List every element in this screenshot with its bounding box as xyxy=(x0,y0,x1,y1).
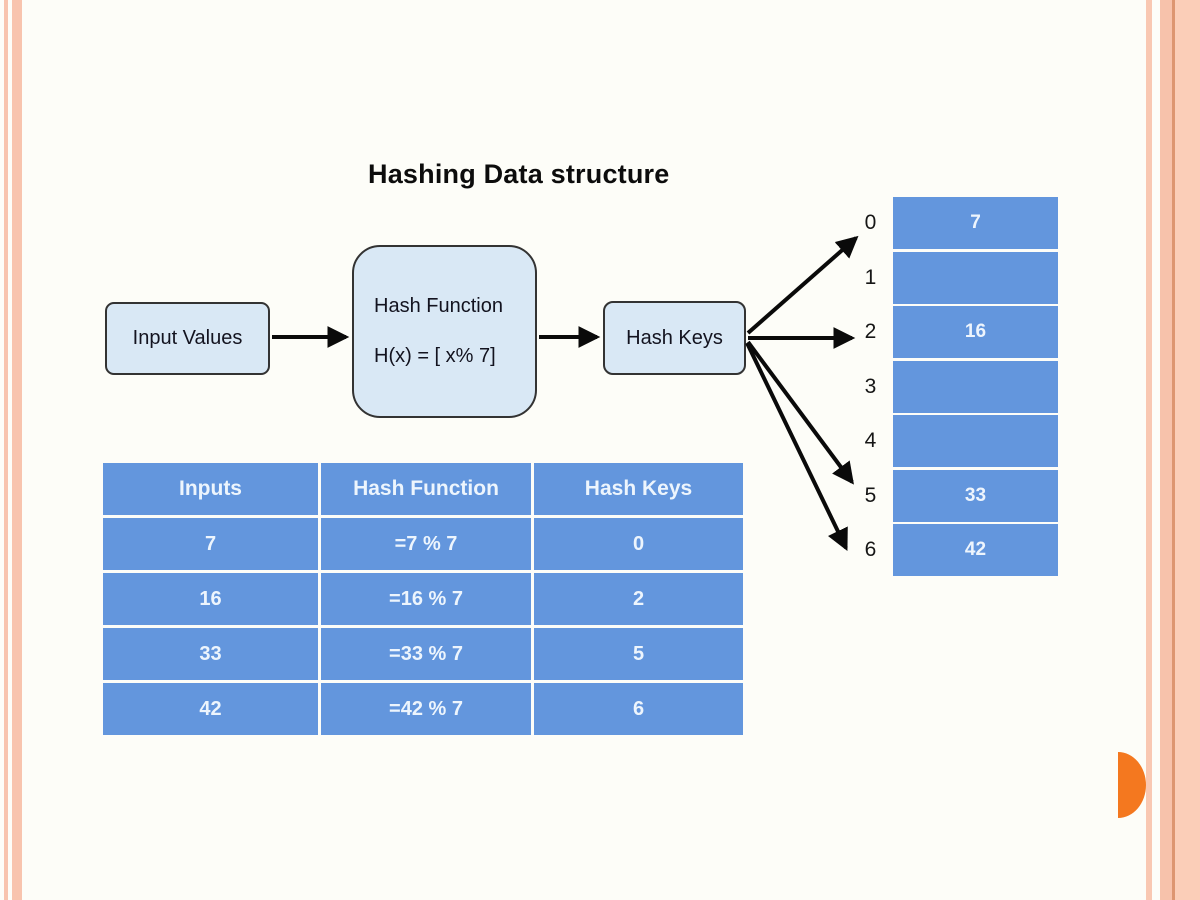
table-cell: =7 % 7 xyxy=(321,518,531,570)
slide-title: Hashing Data structure xyxy=(368,159,670,189)
column-header-hash-function: Hash Function xyxy=(321,463,531,515)
bucket-index: 2 xyxy=(864,320,877,343)
bucket-index: 5 xyxy=(864,483,877,507)
left-border-wide-stripe xyxy=(12,0,22,900)
right-border-light-band xyxy=(1175,0,1200,900)
bucket-cell: 42 xyxy=(893,524,1058,576)
bucket-row: 2 16 xyxy=(848,306,1058,358)
bucket-row: 4 xyxy=(848,415,1058,467)
input-values-box: Input Values xyxy=(105,302,270,375)
bucket-index: 0 xyxy=(864,211,877,234)
arrow-to-bucket-6 xyxy=(745,342,848,551)
bucket-row: 3 xyxy=(848,360,1058,413)
table-cell: 5 xyxy=(534,628,743,680)
arrow-to-bucket-0 xyxy=(746,235,859,335)
table-cell: 42 xyxy=(103,683,318,735)
hash-bucket-array: 0 7 1 2 16 3 4 5 33 6 42 xyxy=(848,197,1058,579)
input-values-label: Input Values xyxy=(132,327,243,349)
table-cell: 7 xyxy=(103,518,318,570)
bucket-row: 5 33 xyxy=(848,469,1058,522)
column-header-inputs: Inputs xyxy=(103,463,318,515)
bucket-cell xyxy=(893,251,1058,304)
right-border-thin-stripe xyxy=(1146,0,1152,900)
bucket-index: 1 xyxy=(864,265,877,289)
table-cell: =33 % 7 xyxy=(321,628,531,680)
bucket-cell: 16 xyxy=(893,306,1058,358)
hash-mapping-table: Inputs Hash Function Hash Keys 7 =7 % 7 … xyxy=(103,463,743,735)
right-border-medium-band xyxy=(1160,0,1172,900)
bucket-cell xyxy=(893,415,1058,467)
bucket-cell xyxy=(893,360,1058,413)
bucket-cell: 7 xyxy=(893,197,1058,249)
hash-function-title: Hash Function xyxy=(374,295,503,317)
table-cell: =16 % 7 xyxy=(321,573,531,625)
bucket-index: 6 xyxy=(864,538,877,561)
bucket-row: 6 42 xyxy=(848,524,1058,576)
table-cell: 6 xyxy=(534,683,743,735)
bucket-cell: 33 xyxy=(893,469,1058,522)
bucket-index: 3 xyxy=(864,374,877,398)
table-cell: 33 xyxy=(103,628,318,680)
right-border-accent-line xyxy=(1172,0,1175,900)
table-cell: 0 xyxy=(534,518,743,570)
left-border-thin-stripe xyxy=(4,0,8,900)
bucket-index: 4 xyxy=(864,429,877,452)
table-cell: 2 xyxy=(534,573,743,625)
bucket-row: 1 xyxy=(848,251,1058,304)
bucket-row: 0 7 xyxy=(848,197,1058,249)
table-cell: 16 xyxy=(103,573,318,625)
hash-keys-box: Hash Keys xyxy=(603,301,746,375)
arrow-to-bucket-5 xyxy=(746,340,854,485)
column-header-hash-keys: Hash Keys xyxy=(534,463,743,515)
hash-keys-label: Hash Keys xyxy=(626,326,723,349)
hash-function-box: Hash Function H(x) = [ x% 7] xyxy=(352,245,537,418)
hash-function-formula: H(x) = [ x% 7] xyxy=(374,345,496,367)
table-cell: =42 % 7 xyxy=(321,683,531,735)
